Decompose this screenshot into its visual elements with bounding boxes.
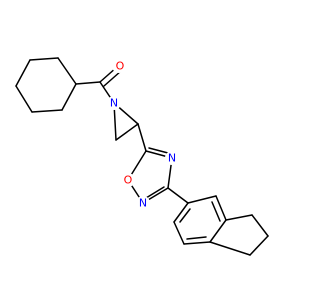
bond-cyclopentane-3 — [249, 235, 269, 256]
bond-azetidine-2 — [115, 123, 139, 141]
bond-benzene-4 — [183, 241, 211, 245]
bond-cyclohexane-5 — [31, 109, 63, 113]
bond-benzene-5 — [173, 221, 185, 245]
bond-oxadiazole-indane — [167, 187, 189, 204]
bond-benzene-6 — [173, 202, 189, 223]
azetidine-nitrogen-atom: N — [107, 96, 121, 110]
bond-oxadiazole-n4-c5-double — [148, 147, 169, 154]
oxadiazole-n4-atom: N — [165, 151, 179, 165]
carbonyl-oxygen-backdrop — [112, 59, 126, 73]
bond-benzene-3 — [209, 219, 227, 243]
bonds — [15, 57, 269, 256]
bond-cyclohexane-4 — [15, 85, 33, 113]
bond-benzene-2-double — [211, 201, 221, 222]
oxadiazole-oxygen-backdrop — [121, 173, 135, 187]
bond-cyclopentane-2 — [251, 214, 269, 237]
bond-carbonyl-double-2 — [103, 70, 122, 87]
bond-cyclohexane-1 — [57, 57, 77, 85]
bond-cyclohexane-6 — [61, 83, 77, 111]
oxadiazole-n4-label: N — [168, 152, 176, 165]
carbonyl-oxygen-label: O — [116, 60, 125, 73]
bond-benzene-6-double — [179, 208, 191, 223]
bond-cyclopentane-4 — [209, 241, 251, 256]
bond-benzene-4-double — [186, 236, 207, 240]
azetidine-nitrogen-backdrop — [107, 96, 121, 110]
structure-canvas: O N O N N — [15, 57, 269, 256]
oxadiazole-n4-backdrop — [165, 151, 179, 165]
bond-azetidine-oxadiazole — [137, 123, 147, 152]
oxadiazole-oxygen-label: O — [124, 174, 133, 187]
atom-labels: O N O N N — [107, 59, 179, 210]
azetidine-nitrogen-label: N — [110, 97, 118, 110]
oxadiazole-n2-atom: N — [136, 196, 150, 210]
bond-benzene-1 — [187, 195, 217, 204]
bond-cyclohexane-2 — [29, 57, 59, 61]
bond-cyclohexyl-carbonyl — [75, 81, 101, 85]
oxadiazole-n2-backdrop — [136, 196, 150, 210]
bond-oxadiazole-n2-c3-double — [145, 186, 165, 199]
oxadiazole-oxygen-atom: O — [121, 173, 135, 187]
bond-cyclopentane-1 — [225, 214, 253, 221]
bond-cyclohexane-3 — [15, 59, 31, 87]
carbonyl-oxygen-atom: O — [112, 59, 126, 73]
bond-benzene-2 — [215, 195, 227, 221]
oxadiazole-n2-label: N — [139, 197, 147, 210]
